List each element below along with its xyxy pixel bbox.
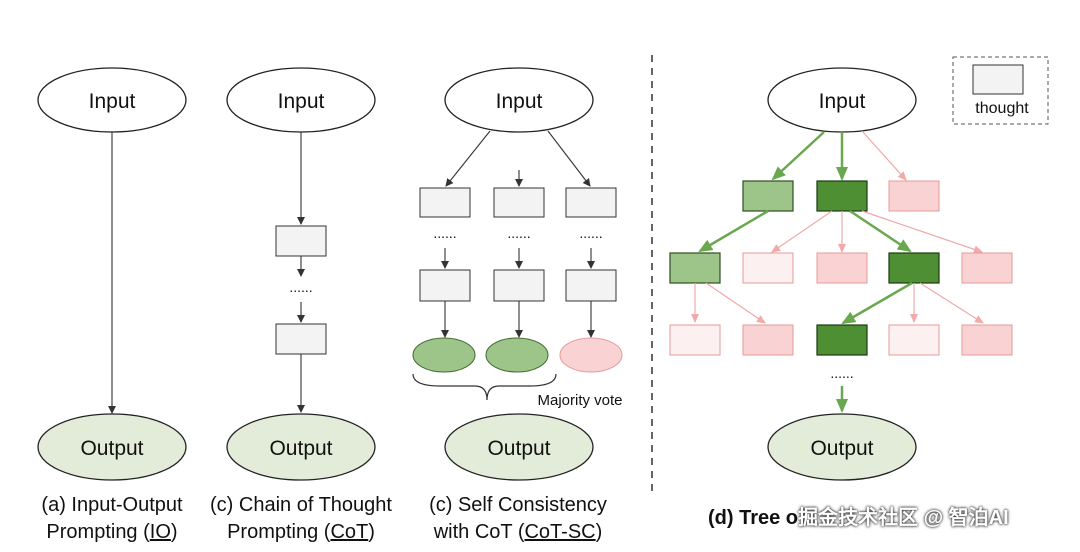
tot-node-l1a [742,180,794,212]
caption-tot-text: (d) Tree o [708,507,799,529]
tot-edge-l2a-l3b [705,282,766,324]
legend-box [952,56,1049,125]
io-output-label: Output [80,437,143,460]
tot-node-l2c [816,252,868,284]
caption-cotsc: (c) Self Consistency with CoT (CoT-SC) [418,492,618,546]
cot-input-label: Input [278,90,325,113]
legend-thought-swatch [972,64,1024,95]
cotsc-thought-b1 [493,187,545,218]
tot-node-l2a [669,252,721,284]
tot-node-l3d [888,324,940,356]
cotsc-panel: Input ...... ...... ...... Majority vote… [412,67,623,481]
tot-edge-l1b-l2e [861,210,983,254]
tot-edge-l2d-l3c [841,281,913,325]
tot-output-label: Output [810,437,873,460]
caption-io-abbr: IO [149,521,171,543]
caption-cotsc-line1: (c) Self Consistency [429,494,607,516]
io-input-label: Input [89,90,136,113]
caption-cot-line2: Prompting (CoT) [227,521,375,543]
tot-node-l3b [742,324,794,356]
caption-tot: (d) Tree o掘金技术社区 @ 智泊AI [708,505,1068,532]
tot-edge-l1b-l2d [849,209,912,253]
tot-node-l1c [888,180,940,212]
tot-node-l3e [961,324,1013,356]
caption-io-line1: (a) Input-Output [41,494,183,516]
cotsc-thought-a2 [419,269,471,302]
cotsc-answer-a [412,337,476,373]
cotsc-answer-c [559,337,623,373]
tot-edge-l2d-l3e [919,282,984,324]
tot-edge-l1b-l2b [771,210,833,253]
cotsc-output-label: Output [487,437,550,460]
cotsc-ellipsis-a: ...... [433,225,456,241]
caption-cot-line1: (c) Chain of Thought [210,494,392,516]
cotsc-input-node [444,67,594,133]
tot-edge-l1a-l2a [698,209,769,253]
tot-output-node [767,413,917,481]
tot-node-l3a [669,324,721,356]
tot-ellipsis: ...... [830,365,853,381]
cot-thought-1 [275,225,327,257]
caption-io-line2: Prompting (IO) [46,521,178,543]
cotsc-output-node [444,413,594,481]
cotsc-edge-a1 [445,130,491,187]
tot-node-l2b [742,252,794,284]
caption-cotsc-line2: with CoT (CoT-SC) [433,521,603,543]
tot-node-l2d [888,252,940,284]
caption-cot: (c) Chain of Thought Prompting (CoT) [202,492,400,546]
cot-output-node [226,413,376,481]
cot-panel: Input ...... Output [226,67,376,481]
tot-panel: thought Input ..... [669,56,1049,481]
majority-vote-label: Majority vote [537,392,622,409]
cotsc-thought-b2 [493,269,545,302]
cotsc-input-label: Input [496,90,543,113]
cotsc-thought-a1 [419,187,471,218]
cotsc-thought-c1 [565,187,617,218]
io-panel: Input Output [37,67,187,481]
tot-node-l1b [816,180,868,212]
watermark-text: 掘金技术社区 @ 智泊AI [798,507,1009,529]
tot-edge-root-l1a [771,131,825,181]
cotsc-thought-c2 [565,269,617,302]
caption-cotsc-abbr: CoT-SC [524,521,596,543]
cotsc-edge-c1 [547,130,591,187]
tot-node-l2e [961,252,1013,284]
caption-io: (a) Input-Output Prompting (IO) [26,492,198,546]
io-output-node [37,413,187,481]
tot-edge-root-l1c [861,130,907,181]
cotsc-ellipsis-c: ...... [579,225,602,241]
cot-thought-2 [275,323,327,355]
cot-output-label: Output [269,437,332,460]
caption-cot-abbr: CoT [330,521,369,543]
legend-thought-label: thought [975,100,1029,117]
cotsc-answer-b [485,337,549,373]
majority-vote-brace [412,373,557,401]
cot-ellipsis: ...... [289,279,312,295]
tot-node-l3c [816,324,868,356]
cotsc-ellipsis-b: ...... [507,225,530,241]
tot-input-label: Input [819,90,866,113]
